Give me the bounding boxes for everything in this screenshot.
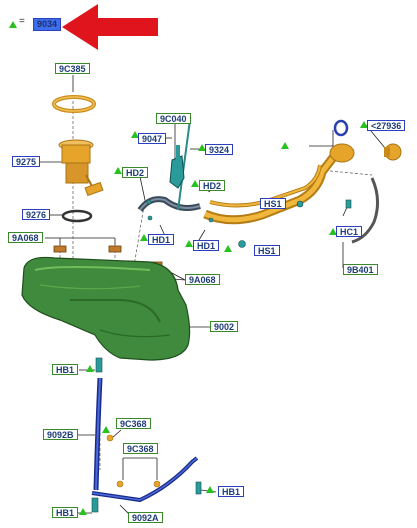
label-hd1-right[interactable]: HD1 <box>193 240 220 251</box>
label-9a068-lower[interactable]: 9A068 <box>185 274 220 285</box>
label-9275[interactable]: 9275 <box>12 156 41 167</box>
label-9047[interactable]: 9047 <box>138 133 167 144</box>
fuel-pump-module-icon <box>58 139 104 197</box>
green-triangle-icon <box>102 426 110 433</box>
label-hd2-left[interactable]: HD2 <box>122 167 149 178</box>
green-triangle-icon <box>79 508 87 515</box>
header-part-tag[interactable]: 9034 <box>33 18 62 31</box>
label-hb1-right[interactable]: HB1 <box>218 486 245 497</box>
fuel-tank-icon <box>21 256 191 361</box>
label-9c385[interactable]: 9C385 <box>55 63 90 74</box>
drain-tube-icon <box>351 177 379 244</box>
green-triangle-icon <box>131 131 139 138</box>
label-9b401[interactable]: 9B401 <box>343 264 378 275</box>
green-triangle-icon <box>360 121 368 128</box>
header-equals: = <box>19 16 25 27</box>
vent-hose-icon <box>137 119 201 212</box>
label-hb1-top[interactable]: HB1 <box>52 364 79 375</box>
nut-icon <box>106 434 161 488</box>
green-triangle-icon <box>329 228 337 235</box>
green-triangle-icon <box>191 180 199 187</box>
green-triangle-icon <box>9 21 17 28</box>
green-triangle-icon <box>114 167 122 174</box>
green-triangle-icon <box>185 240 193 247</box>
label-hc1[interactable]: HC1 <box>336 226 363 237</box>
label-27936[interactable]: <27936 <box>367 120 406 131</box>
label-9324[interactable]: 9324 <box>205 144 234 155</box>
lock-ring-icon <box>52 95 96 113</box>
bolt-icon <box>91 357 202 513</box>
label-hd1-left[interactable]: HD1 <box>148 234 175 245</box>
red-arrow-icon <box>62 4 158 50</box>
seal-ring-icon <box>61 209 93 223</box>
green-triangle-icon <box>224 245 232 252</box>
tank-strap-icon <box>91 377 199 503</box>
green-triangle-icon <box>86 365 94 372</box>
label-9c040[interactable]: 9C040 <box>156 113 191 124</box>
label-9002[interactable]: 9002 <box>210 321 239 332</box>
green-triangle-icon <box>198 144 206 151</box>
label-hd2-right[interactable]: HD2 <box>199 180 226 191</box>
label-hb1-bottom[interactable]: HB1 <box>52 507 79 518</box>
label-9c368-lower[interactable]: 9C368 <box>123 443 158 454</box>
filler-pipe-icon <box>203 143 355 225</box>
green-triangle-icon <box>281 142 289 149</box>
label-hs1-upper[interactable]: HS1 <box>260 198 286 209</box>
label-hs1-lower[interactable]: HS1 <box>254 245 280 256</box>
label-9092b[interactable]: 9092B <box>43 429 78 440</box>
fuel-cap-icon <box>384 143 402 161</box>
green-triangle-icon <box>140 234 148 241</box>
green-triangle-icon <box>206 486 214 493</box>
label-9c368-upper[interactable]: 9C368 <box>116 418 151 429</box>
vapor-valve-icon <box>169 145 185 189</box>
label-9276[interactable]: 9276 <box>22 209 51 220</box>
label-9092a[interactable]: 9092A <box>128 512 163 523</box>
label-9a068-upper[interactable]: 9A068 <box>8 232 43 243</box>
clamp-ring-icon <box>333 119 349 137</box>
